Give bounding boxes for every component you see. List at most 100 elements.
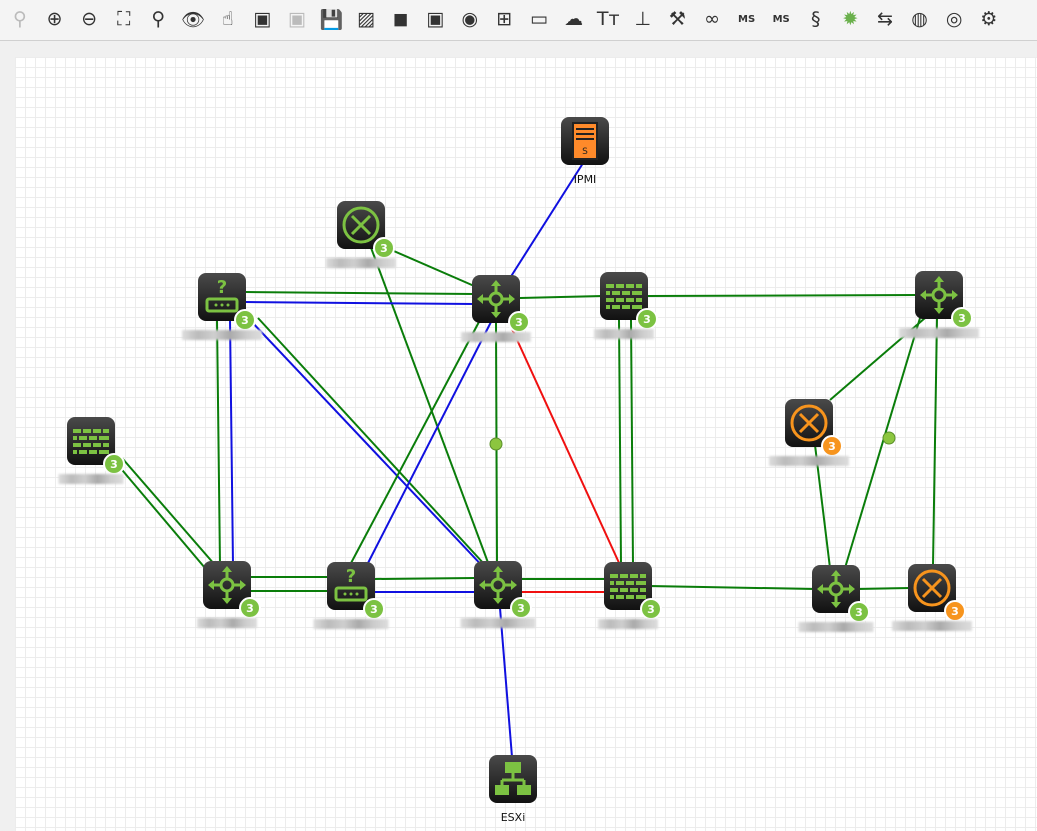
refresh-gear-icon[interactable]: ✹ — [842, 8, 859, 30]
server-node[interactable]: S — [561, 117, 609, 165]
add-link-icon[interactable]: ⊥ — [634, 8, 652, 30]
save-icon[interactable]: 💾 — [319, 8, 344, 31]
green-link[interactable] — [932, 317, 938, 566]
zoom-reset-icon[interactable]: ⚲ — [13, 8, 27, 30]
switch-node[interactable]: 3 — [915, 271, 973, 329]
swap-windows-icon[interactable]: ⇆ — [877, 8, 893, 30]
svg-text:?: ? — [217, 277, 227, 298]
green-link[interactable] — [630, 319, 634, 566]
status-badge: 3 — [373, 237, 395, 259]
select-square-icon[interactable]: ▣ — [426, 8, 445, 30]
green-link[interactable] — [618, 319, 622, 566]
remove-image-icon[interactable]: ▣ — [287, 8, 306, 30]
hierarchy-layout-icon[interactable]: ⊞ — [496, 8, 513, 30]
node-label: ESXi — [500, 811, 526, 824]
status-badge: 3 — [103, 453, 125, 475]
redacted-node-label — [182, 330, 262, 340]
toolbar: ⚲ ⊕ ⊖ ⛶ ⚲ 👁 ☝ ▣ ▣ 💾 ▨ ◼ ▣ ◉ ⊞ ▭ ☁ Tт ⊥ ⚒ ∞ MS MS § ✹ ⇆ ◍ ◎ ⚙ — [0, 0, 1037, 41]
blue-link[interactable] — [366, 319, 493, 566]
switch-node[interactable]: 3 — [474, 561, 532, 619]
green-link[interactable] — [649, 585, 815, 590]
select-circle-icon[interactable]: ◉ — [461, 8, 479, 30]
search-icon[interactable]: ⚲ — [151, 8, 166, 30]
green-link[interactable] — [844, 317, 921, 569]
status-badge: 3 — [821, 435, 843, 457]
red-link[interactable] — [507, 319, 621, 566]
eye-icon[interactable]: 👁 — [180, 8, 206, 31]
script-icon[interactable]: § — [811, 8, 821, 30]
svg-text:?: ? — [346, 566, 356, 587]
binoculars-icon[interactable]: ∞ — [704, 8, 720, 30]
switch-icon — [476, 279, 516, 319]
firewall-icon — [71, 426, 111, 456]
unknown-node[interactable]: ?3 — [198, 273, 256, 331]
ms-settings-icon[interactable]: MS — [772, 13, 790, 25]
router-orange-node[interactable]: 3 — [785, 399, 843, 457]
green-link[interactable] — [349, 319, 481, 566]
globe-icon[interactable]: ◎ — [945, 8, 963, 30]
blue-link[interactable] — [509, 159, 586, 279]
image-icon[interactable]: ▨ — [357, 8, 375, 30]
zoom-fit-icon[interactable]: ⛶ — [117, 8, 131, 30]
switch-node[interactable]: 3 — [203, 561, 261, 619]
host-node[interactable] — [489, 755, 537, 803]
node-label: IPMI — [573, 173, 597, 186]
status-badge: 3 — [636, 308, 658, 330]
switch-node[interactable]: 3 — [812, 565, 870, 623]
text-icon[interactable]: Tт — [596, 8, 620, 30]
add-image-icon[interactable]: ▣ — [253, 8, 272, 30]
switch-icon — [919, 275, 959, 315]
green-link[interactable] — [216, 319, 221, 566]
firewall-node[interactable]: 3 — [604, 562, 662, 620]
links-layer — [111, 159, 938, 758]
firewall-node[interactable]: 3 — [600, 272, 658, 330]
green-link[interactable] — [519, 295, 603, 299]
green-link[interactable] — [121, 457, 216, 566]
switch-icon — [478, 565, 518, 605]
hand-pan-icon[interactable]: ☝ — [221, 8, 234, 30]
blue-link[interactable] — [229, 319, 234, 566]
link-tool-icon[interactable]: ⚒ — [668, 8, 686, 30]
host-icon — [493, 759, 533, 799]
status-badge: 3 — [234, 309, 256, 331]
green-link[interactable] — [857, 587, 911, 590]
add-cloud-icon[interactable]: ☁ — [564, 8, 584, 30]
redacted-node-label — [769, 456, 849, 466]
switch-node[interactable]: 3 — [472, 275, 530, 333]
unknown-node[interactable]: ?3 — [327, 562, 385, 620]
zoom-out-icon[interactable]: ⊖ — [81, 8, 98, 30]
monitor-icon[interactable]: ◍ — [911, 8, 928, 30]
green-link[interactable] — [257, 317, 486, 566]
router-orange-icon — [912, 568, 952, 608]
green-link[interactable] — [244, 291, 475, 295]
router-icon — [341, 205, 381, 245]
status-badge: 3 — [239, 597, 261, 619]
redacted-node-label — [899, 328, 979, 338]
green-link[interactable] — [369, 244, 491, 569]
status-badge: 3 — [640, 598, 662, 620]
switch-icon — [816, 569, 856, 609]
link-aggregation-marker[interactable] — [882, 431, 896, 445]
blue-link[interactable] — [244, 301, 475, 305]
firewall-node[interactable]: 3 — [67, 417, 125, 475]
green-link[interactable] — [647, 294, 917, 297]
ms-select-icon[interactable]: MS — [738, 13, 756, 25]
add-device-icon[interactable]: ▭ — [530, 8, 548, 30]
canvas-top-margin — [0, 41, 1037, 57]
status-badge: 3 — [951, 307, 973, 329]
green-link[interactable] — [379, 244, 489, 293]
redacted-node-label — [58, 474, 124, 484]
green-link[interactable] — [374, 577, 476, 580]
background-icon[interactable]: ◼ — [392, 8, 409, 30]
link-aggregation-marker[interactable] — [489, 437, 503, 451]
green-link[interactable] — [111, 457, 206, 569]
blue-link[interactable] — [499, 607, 513, 758]
server-icon: S — [571, 121, 599, 161]
router-orange-node[interactable]: 3 — [908, 564, 966, 622]
zoom-in-icon[interactable]: ⊕ — [46, 8, 63, 30]
blue-link[interactable] — [249, 319, 489, 573]
router-node[interactable]: 3 — [337, 201, 395, 259]
redacted-node-label — [798, 622, 874, 632]
settings-icon[interactable]: ⚙ — [980, 8, 998, 30]
